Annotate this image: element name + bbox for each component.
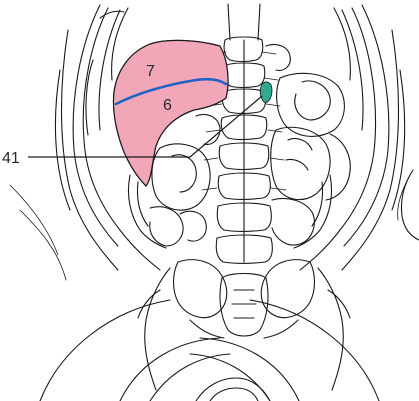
segment-label-upper: 7	[146, 63, 155, 80]
lower-arcs	[40, 300, 379, 401]
right-edge-shape	[401, 170, 419, 240]
right-side-organs	[266, 44, 350, 245]
right-body-wall	[294, 5, 410, 270]
pointer-number-label: 41	[2, 150, 20, 167]
pelvis	[138, 260, 350, 390]
marked-structure	[260, 82, 272, 102]
spine	[202, 4, 286, 264]
segment-label-lower: 6	[163, 97, 172, 114]
